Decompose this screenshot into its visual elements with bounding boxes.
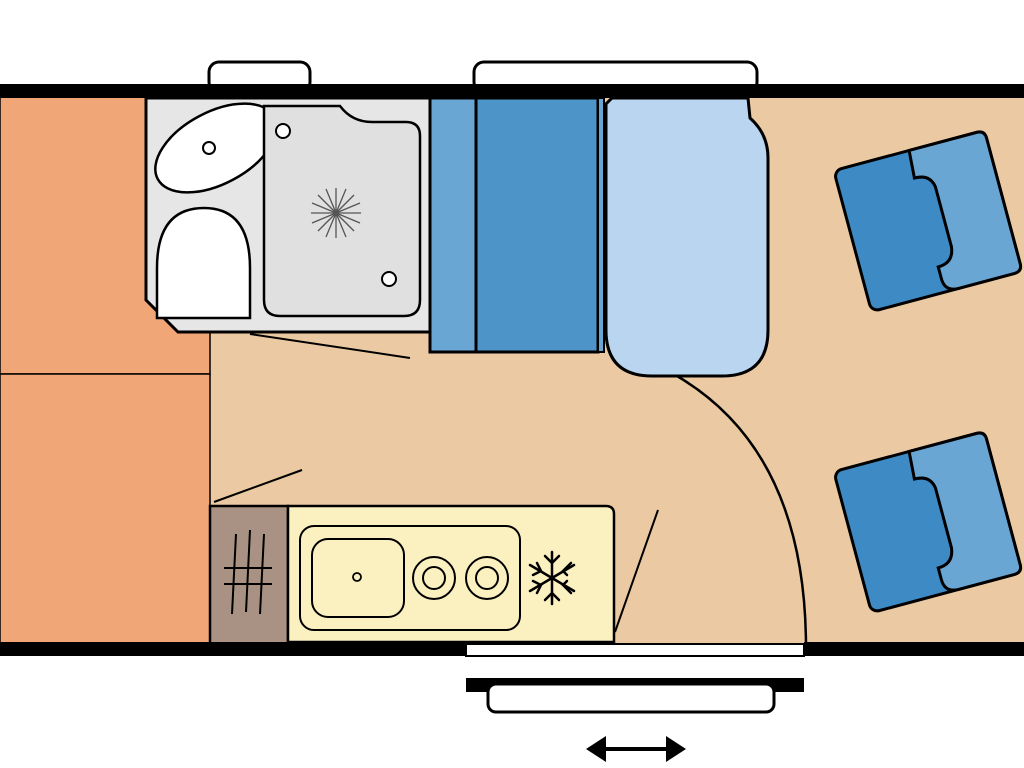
bathroom-door-line [249,333,411,359]
door-opening-frame [465,643,805,657]
bathroom [144,96,432,334]
wall-top [0,84,1024,98]
snowflake-icon [528,550,576,606]
toilet [155,206,252,320]
shower-head-icon [311,188,361,238]
door-window [486,682,776,714]
dinette-table [604,96,770,378]
bench-backrest [428,96,478,354]
door-swing-arc [676,374,808,649]
armchair-bottom-back [907,431,1023,592]
armchair-top-back [907,130,1023,291]
dinette-bench [428,96,605,354]
bench-seat-cushion [474,96,600,354]
wall-bottom-left [0,642,466,656]
hob-burner-right [465,556,509,600]
bed-section-lower [0,373,211,645]
entrance-door [465,643,805,714]
wall-bottom-right [804,642,1024,656]
kitchen [208,504,616,648]
wardrobe [208,504,290,648]
sink-drain [352,572,362,582]
outer-walls [0,84,1024,656]
bed-door-line [213,469,303,503]
armchair-bottom [834,431,1023,613]
shower-drain-bottom [381,271,397,287]
wardrobe-hatching [224,529,272,615]
shower-drain-top [275,123,291,139]
kitchen-door-line [614,509,659,633]
double-arrow-icon [586,736,686,762]
hob-burner-left [412,556,456,600]
bench-armrest [597,97,605,353]
armchair-top [834,130,1023,312]
washbasin-drain [202,141,216,155]
